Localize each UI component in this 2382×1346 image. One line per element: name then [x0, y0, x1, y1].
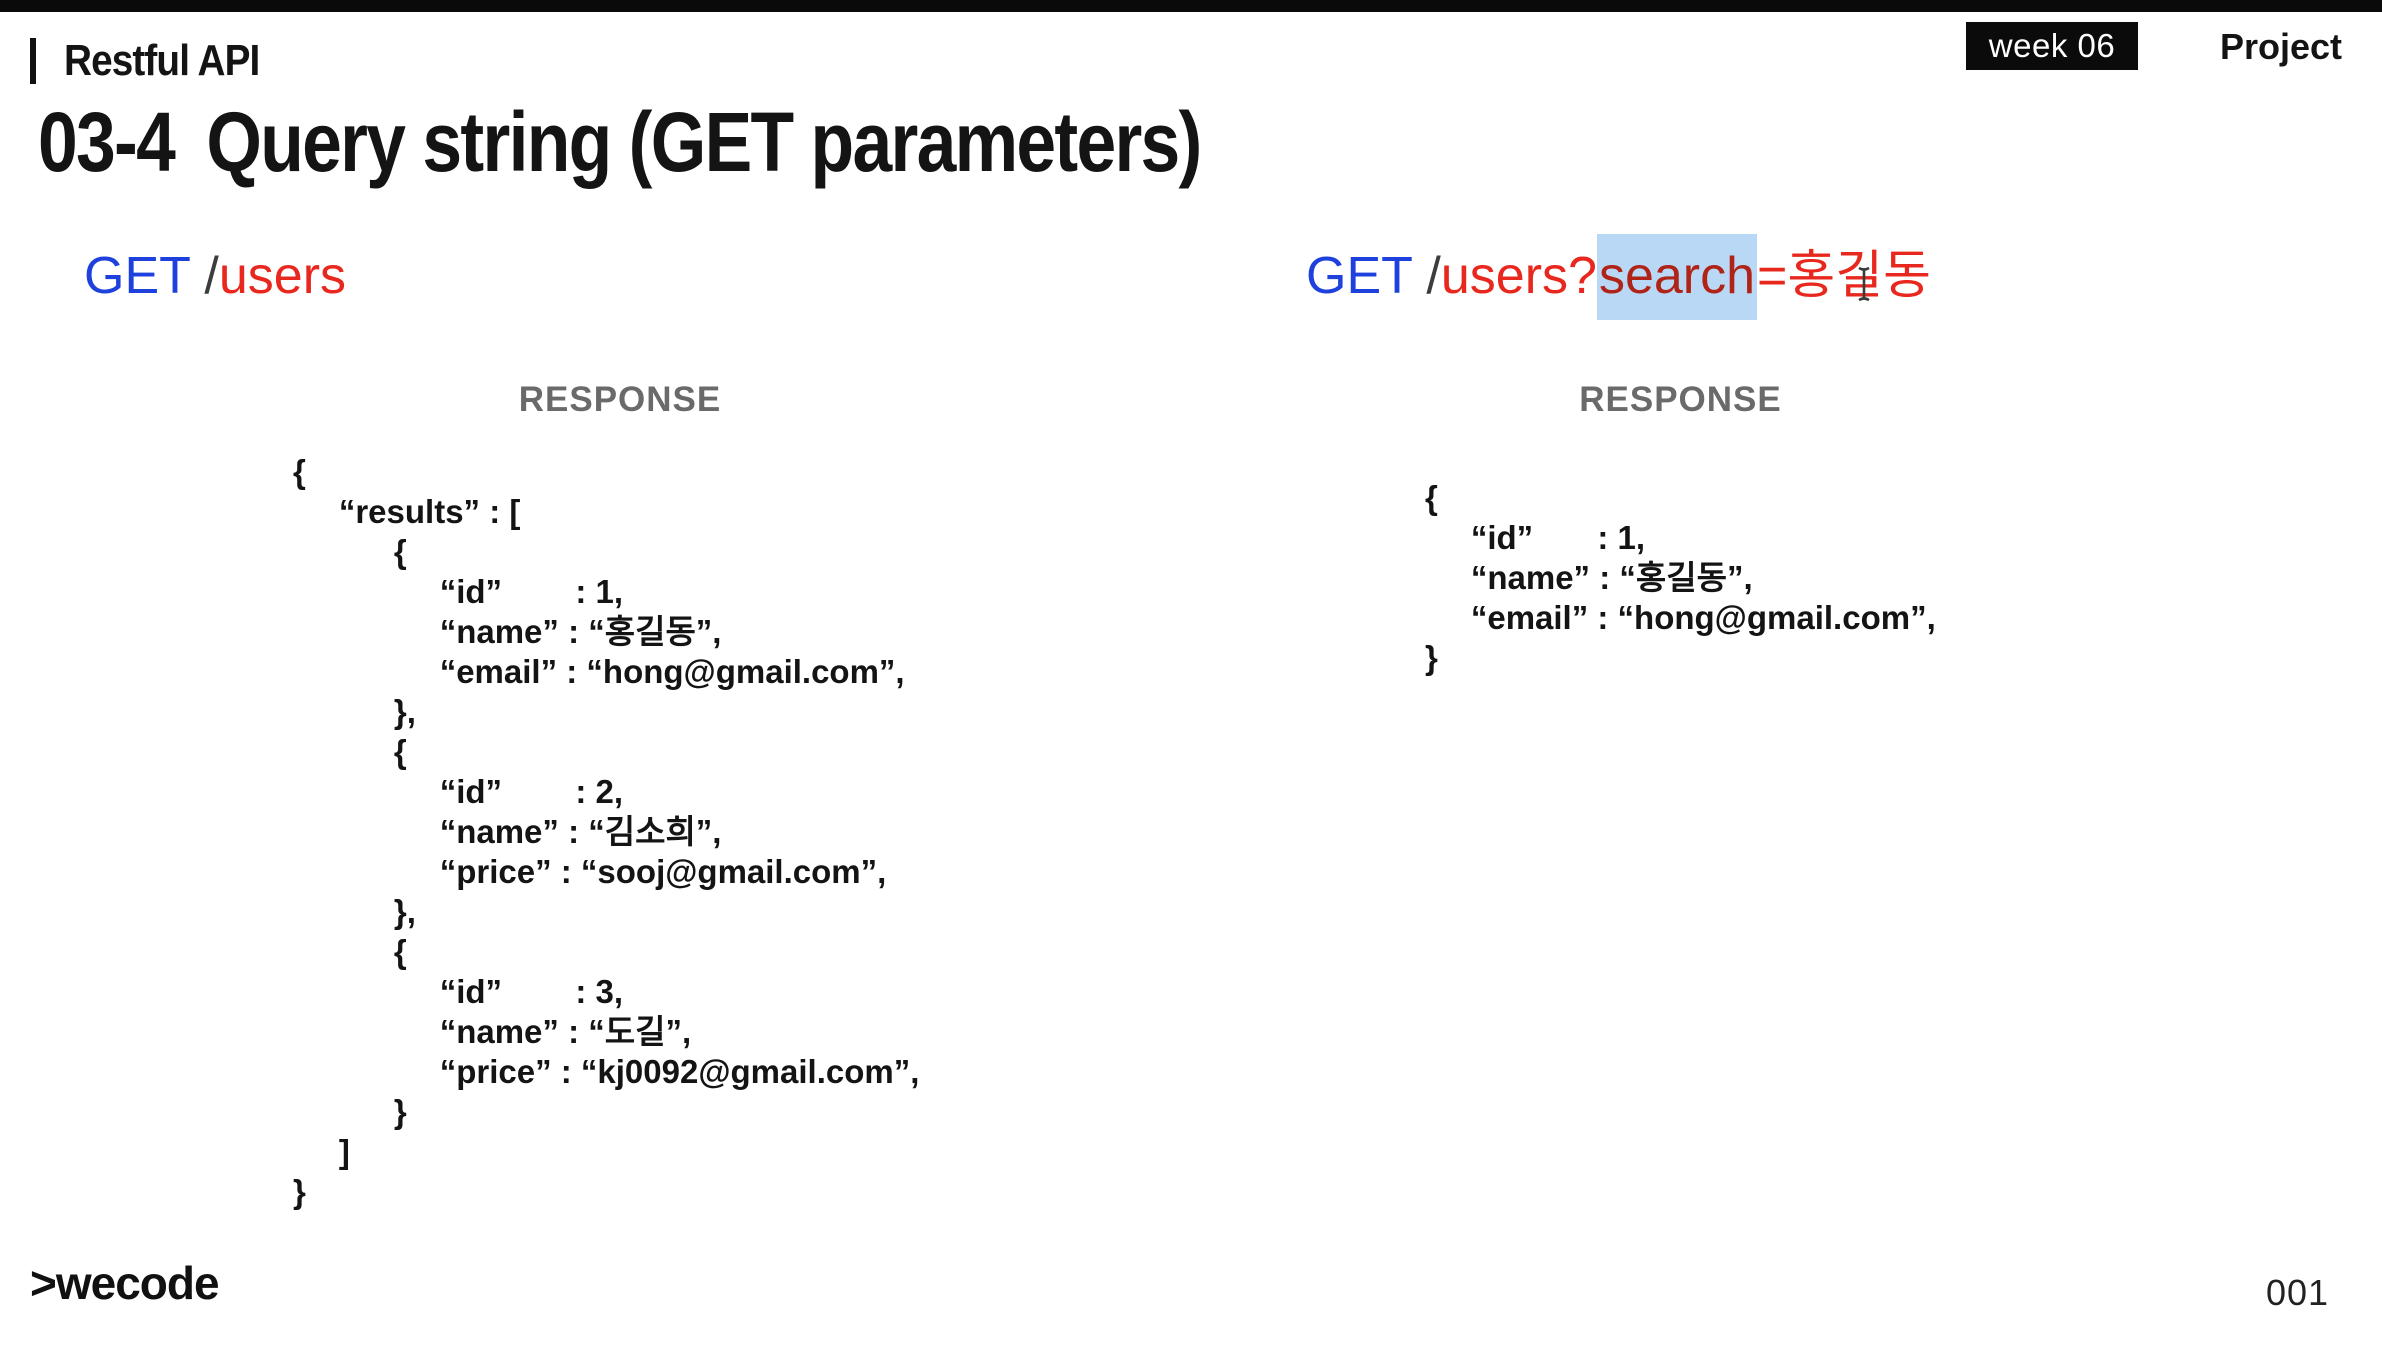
- header-section: Restful API: [30, 36, 286, 86]
- http-method-left: GET: [84, 247, 190, 305]
- path-slash-left: /: [189, 247, 219, 305]
- page-title-number: 03-4: [38, 95, 176, 189]
- selection-highlight: search: [1596, 234, 1758, 320]
- page-title-text: Query string (GET parameters): [206, 95, 1202, 189]
- request-line-left: GET /users: [84, 246, 346, 306]
- page-number: 001: [2266, 1272, 2330, 1313]
- path-slash-right: /: [1411, 247, 1441, 305]
- response-heading-right: RESPONSE: [1579, 380, 1782, 419]
- week-badge-label: week 06: [1988, 27, 2116, 64]
- section-label: Restful API: [64, 36, 260, 85]
- request-line-right: GET /users?search=홍길동: [1306, 234, 1931, 320]
- request-path-left: users: [218, 247, 347, 305]
- response-json-left: { “results” : [ { “id” : 1, “name” : “홍길…: [293, 453, 920, 1210]
- response-json-right: { “id” : 1, “name” : “홍길동”, “email” : “h…: [1425, 479, 1936, 676]
- http-method-right: GET: [1306, 247, 1412, 305]
- top-border-bar: [0, 0, 2382, 12]
- page-title: 03-4 Query string (GET parameters): [38, 95, 1202, 189]
- title-accent-bar: [30, 38, 36, 84]
- request-path-suffix: =홍길동: [1757, 247, 1931, 305]
- response-heading-left: RESPONSE: [518, 380, 722, 419]
- request-path-prefix: users?: [1440, 247, 1597, 305]
- wecode-logo: >wecode: [30, 1257, 220, 1309]
- week-badge: week 06: [1966, 22, 2138, 70]
- text-cursor-icon: [1858, 266, 1870, 302]
- project-label: Project: [2220, 26, 2343, 67]
